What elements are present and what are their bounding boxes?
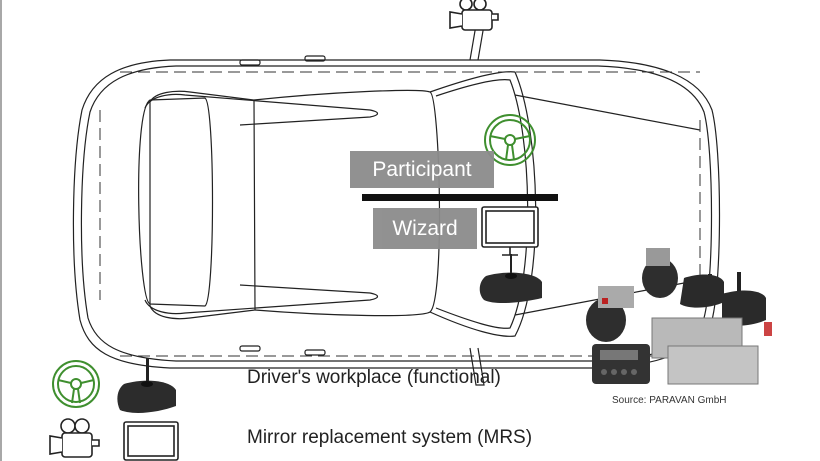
legend-joystick-icon <box>117 358 176 413</box>
participant-label: Participant <box>350 151 494 188</box>
divider-bar <box>362 194 558 201</box>
page-border <box>0 0 2 461</box>
joystick-icon <box>479 254 542 304</box>
legend-steering-wheel-icon <box>52 360 100 408</box>
video-camera-icon <box>449 0 499 31</box>
wizard-label: Wizard <box>373 208 477 249</box>
steering-wheel-icon <box>484 114 536 166</box>
source-credit: Source: PARAVAN GmbH <box>612 395 727 406</box>
legend-label-mirror-replacement: Mirror replacement system (MRS) <box>247 427 533 448</box>
legend-monitor-icon <box>123 421 179 461</box>
paravan-hardware-image <box>586 248 772 385</box>
legend-video-camera-icon <box>49 418 100 458</box>
monitor-icon <box>481 206 539 256</box>
legend-label-drivers-workplace: Driver's workplace (functional) <box>247 367 501 388</box>
